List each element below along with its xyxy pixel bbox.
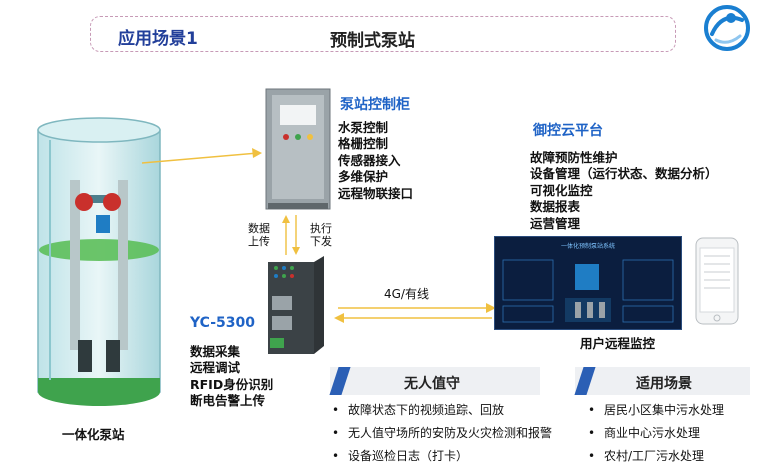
pump-station-label: 一体化泵站 — [62, 427, 125, 442]
gateway-feature-list: 数据采集 远程调试 RFID身份识别 断电告警上传 — [190, 344, 273, 410]
cloud-feature: 故障预防性维护 — [530, 150, 618, 165]
pump-station-illustration — [37, 117, 161, 406]
gateway-feature: 数据采集 — [190, 344, 241, 359]
cabinet-feature: 多维保护 — [338, 169, 389, 185]
applicable-item: •农村/工厂污水处理 — [588, 449, 705, 463]
dashboard-title: 一体化预制泵站系统 — [560, 243, 615, 250]
scene-label: 应用场景1 — [118, 29, 198, 49]
cabinet-feature: 水泵控制 — [338, 120, 389, 135]
page-title: 预制式泵站 — [330, 31, 415, 51]
control-cabinet-illustration — [265, 88, 331, 210]
gateway-feature: RFID身份识别 — [190, 376, 274, 392]
cloud-feature: 运营管理 — [530, 215, 581, 231]
applicable-header — [575, 367, 750, 395]
upload-label: 数据上传 — [248, 222, 270, 248]
applicable-item: •商业中心污水处理 — [588, 426, 701, 440]
command-label: 执行下发 — [310, 222, 332, 248]
unattended-header — [330, 367, 540, 395]
phone-illustration — [695, 237, 739, 325]
cloud-feature: 数据报表 — [530, 199, 581, 215]
cabinet-title: 泵站控制柜 — [340, 97, 410, 113]
up-down-arrows — [282, 215, 300, 255]
applicable-list: •居民小区集中污水处理 •商业中心污水处理 •农村/工厂污水处理 — [588, 399, 724, 468]
cabinet-feature: 传感器接入 — [338, 152, 401, 168]
network-label: 4G/有线 — [384, 287, 429, 301]
cabinet-feature: 格栅控制 — [338, 136, 389, 152]
gateway-feature: 断电告警上传 — [190, 393, 266, 409]
cloud-feature-list: 故障预防性维护 设备管理（运行状态、数据分析） 可视化监控 数据报表 运营管理 — [530, 150, 718, 232]
gateway-model: YC-5300 — [190, 315, 256, 331]
dashboard-content — [502, 259, 674, 323]
unattended-title: 无人值守 — [404, 376, 460, 392]
cloud-title: 御控云平台 — [533, 123, 603, 139]
unattended-list: •故障状态下的视频追踪、回放 •无人值守场所的安防及火灾检测和报警 •设备巡检日… — [332, 399, 552, 468]
gateway-feature: 远程调试 — [190, 360, 241, 376]
brand-swirl-logo-icon — [704, 5, 750, 51]
network-arrow — [334, 303, 496, 323]
dashboard-screen: 一体化预制泵站系统 — [494, 236, 682, 330]
cloud-feature: 设备管理（运行状态、数据分析） — [530, 166, 718, 182]
unattended-item: •设备巡检日志（打卡） — [332, 449, 469, 463]
unattended-item: •故障状态下的视频追踪、回放 — [332, 403, 505, 417]
applicable-item: •居民小区集中污水处理 — [588, 403, 725, 417]
cabinet-feature: 远程物联接口 — [338, 185, 414, 201]
unattended-item: •无人值守场所的安防及火灾检测和报警 — [332, 426, 553, 440]
gateway-device-illustration — [268, 256, 324, 354]
remote-monitor-label: 用户远程监控 — [580, 336, 656, 351]
arrow-to-cabinet — [141, 148, 262, 164]
header-frame — [90, 16, 676, 52]
cabinet-feature-list: 水泵控制 格栅控制 传感器接入 多维保护 远程物联接口 — [338, 120, 413, 202]
applicable-title: 适用场景 — [636, 376, 692, 392]
cloud-feature: 可视化监控 — [530, 182, 593, 198]
